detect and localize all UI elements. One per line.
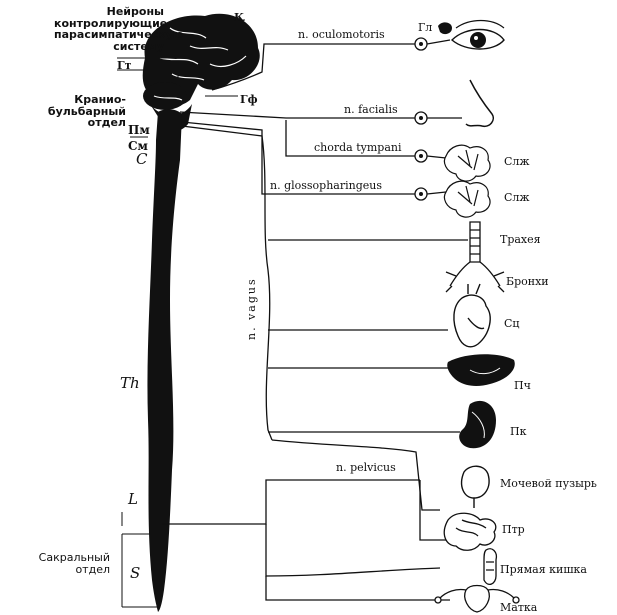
stomach bbox=[459, 401, 496, 448]
nerve-paths bbox=[162, 44, 468, 600]
marker-k: К bbox=[234, 12, 244, 23]
ganglia-centers bbox=[419, 42, 423, 196]
organ-label-stomach: Пк bbox=[510, 426, 526, 437]
ciliary-ganglion-mark bbox=[438, 22, 452, 34]
segment-c: C bbox=[136, 152, 147, 167]
marker-pm: Пм bbox=[128, 124, 150, 136]
organ-label-trachea: Трахея bbox=[500, 234, 541, 245]
nerve-chorda-label: chorda tympani bbox=[314, 142, 402, 153]
cranio-bulbar-label: Кранио- бульбарный отдел bbox=[40, 94, 126, 129]
organ-label-uterus: Матка bbox=[500, 602, 537, 613]
heart bbox=[454, 284, 490, 347]
nose bbox=[466, 80, 493, 126]
segment-th: Th bbox=[120, 376, 140, 391]
salivary-gland-2 bbox=[444, 181, 490, 217]
marker-gf: Гф bbox=[240, 94, 258, 105]
nerve-pelvic-label: n. pelvicus bbox=[336, 462, 396, 473]
organ-label-slzh-2: Слж bbox=[504, 192, 530, 203]
liver bbox=[447, 354, 515, 386]
organ-label-gl: Гл bbox=[418, 22, 432, 33]
organ-label-bronchi: Бронхи bbox=[506, 276, 549, 287]
spinal-cord bbox=[147, 109, 182, 612]
trachea-bronchi bbox=[446, 222, 504, 292]
organ-label-intestine: Птр bbox=[502, 524, 525, 535]
intestine bbox=[444, 513, 496, 550]
organ-label-liver: Пч bbox=[514, 380, 531, 391]
bladder bbox=[462, 466, 489, 508]
organ-label-rectum: Прямая кишка bbox=[500, 564, 587, 575]
organ-label-slzh-1: Слж bbox=[504, 156, 530, 167]
organ-label-bladder: Мочевой пузырь bbox=[500, 478, 597, 489]
eye bbox=[452, 21, 504, 50]
segment-l: L bbox=[128, 492, 138, 507]
salivary-gland-1 bbox=[444, 145, 490, 181]
nerve-facial-label: n. facialis bbox=[344, 104, 398, 115]
organ-label-heart: Сц bbox=[504, 318, 520, 329]
marker-gt: Гт bbox=[117, 60, 131, 71]
nerve-oculomotor-label: n. oculomotoris bbox=[298, 29, 385, 40]
sacral-label: Сакральный отдел bbox=[20, 552, 110, 576]
nerve-vagus-label: n. vagus bbox=[246, 277, 257, 340]
nerve-glosso-label: n. glossopharingeus bbox=[270, 180, 382, 191]
segment-s: S bbox=[130, 566, 140, 581]
header-caption: Нейроны контролирующие парасимпатическую… bbox=[54, 6, 164, 52]
rectum bbox=[484, 549, 496, 585]
